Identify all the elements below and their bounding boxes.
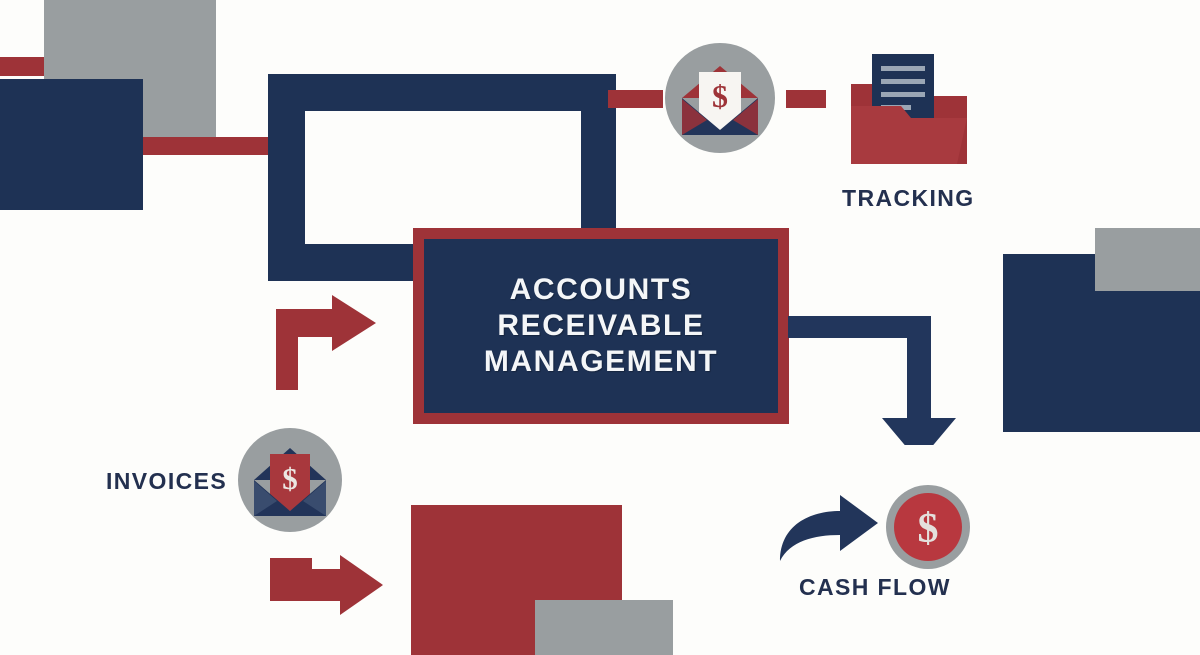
connector-red-bar-top-left bbox=[0, 57, 44, 76]
connector-navy-curved-arrow bbox=[776, 495, 880, 563]
decor-block-navy-top-left bbox=[0, 79, 143, 210]
label-tracking: TRACKING bbox=[842, 185, 975, 211]
label-cash-flow: CASH FLOW bbox=[799, 574, 951, 600]
central-node-title-line3: MANAGEMENT bbox=[483, 345, 719, 379]
label-invoices: INVOICES bbox=[106, 468, 228, 494]
central-node-title: ACCOUNTS RECEIVABLE MANAGEMENT bbox=[484, 272, 718, 381]
svg-text:$: $ bbox=[282, 461, 298, 496]
central-node-accounts-receivable[interactable]: ACCOUNTS RECEIVABLE MANAGEMENT bbox=[413, 228, 789, 424]
connector-red-straight-arrow bbox=[270, 555, 385, 617]
decor-block-gray-bottom-center bbox=[535, 600, 673, 655]
svg-text:$: $ bbox=[918, 506, 939, 552]
decor-block-gray-right-overlay bbox=[1095, 228, 1200, 291]
envelope-dollar-icon-invoices: $ bbox=[236, 426, 344, 534]
central-node-title-line2: RECEIVABLE bbox=[497, 308, 705, 342]
envelope-dollar-icon: $ bbox=[663, 41, 777, 155]
connector-red-dash-2 bbox=[786, 90, 826, 108]
central-node-inner: ACCOUNTS RECEIVABLE MANAGEMENT bbox=[424, 239, 778, 413]
central-node-title-line1: ACCOUNTS bbox=[509, 272, 693, 306]
connector-red-elbow-arrow bbox=[276, 295, 381, 390]
svg-text:$: $ bbox=[712, 78, 728, 114]
connector-red-dash-1 bbox=[608, 90, 663, 108]
folder-document-icon bbox=[845, 46, 973, 170]
connector-red-bar-left-mid bbox=[143, 137, 273, 155]
connector-navy-elbow-arrow bbox=[788, 310, 963, 445]
coin-dollar-icon: $ bbox=[884, 483, 972, 571]
